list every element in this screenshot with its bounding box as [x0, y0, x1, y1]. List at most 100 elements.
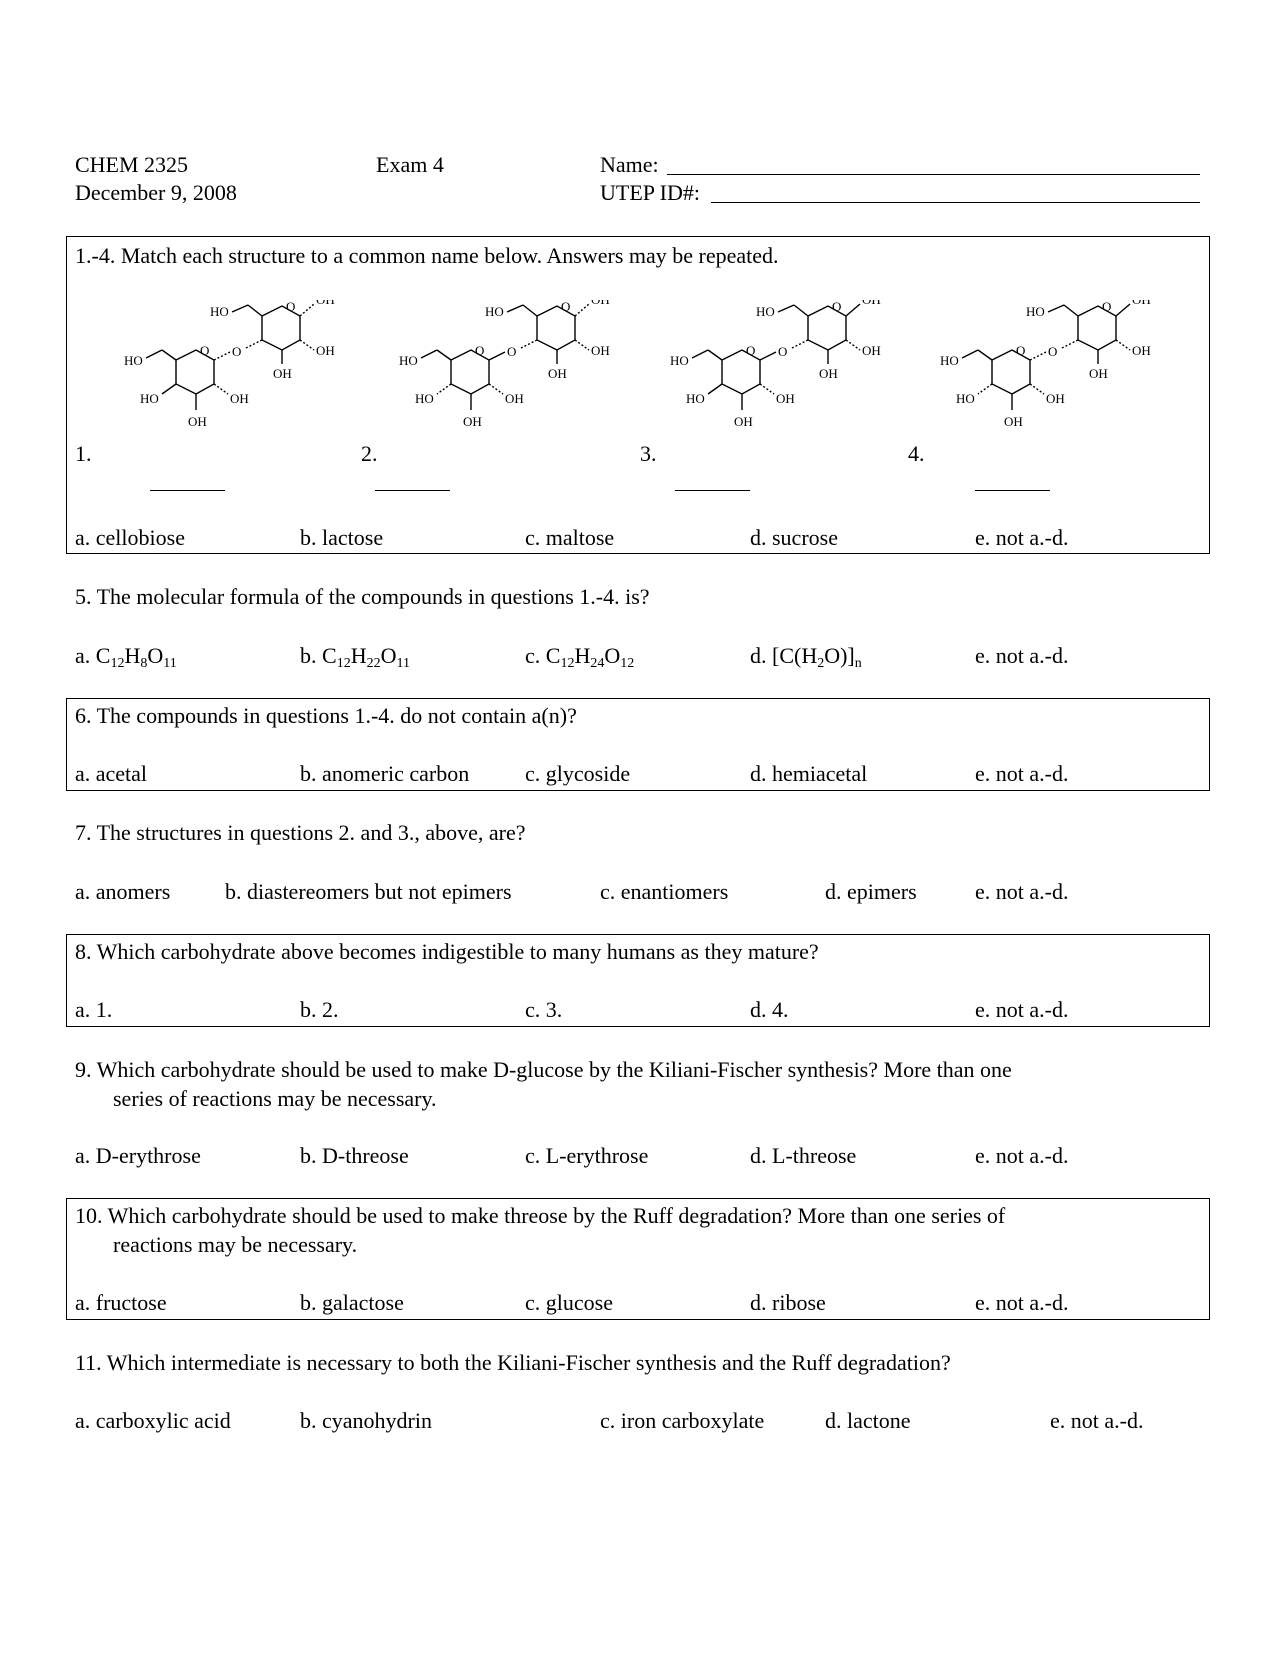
q6-option-e: e. not a.-d.: [975, 761, 1069, 786]
q6-prompt: 6. The compounds in questions 1.-4. do n…: [75, 703, 577, 728]
q11-option-a: a. carboxylic acid: [75, 1408, 231, 1433]
q9-option-e: e. not a.-d.: [975, 1143, 1069, 1168]
q6-option-d: d. hemiacetal: [750, 761, 868, 786]
q8-option-a: a. 1.: [75, 997, 113, 1022]
answer-blank-2[interactable]: [375, 490, 450, 491]
q11-prompt: 11. Which intermediate is necessary to b…: [75, 1350, 951, 1375]
svg-text:OH: OH: [505, 391, 524, 406]
svg-text:O: O: [507, 344, 516, 359]
q11-option-c: c. iron carboxylate: [600, 1408, 765, 1433]
q8-option-b: b. 2.: [300, 997, 339, 1022]
svg-text:O: O: [778, 344, 787, 359]
course-title: CHEM 2325: [75, 152, 189, 177]
q6-box: [66, 698, 1210, 791]
svg-text:O: O: [561, 300, 570, 314]
svg-text:OH: OH: [1004, 414, 1023, 429]
structure-number-2: 2.: [361, 441, 378, 466]
svg-text:O: O: [286, 300, 295, 314]
svg-text:O: O: [1016, 343, 1025, 358]
structure-number-1: 1.: [75, 441, 92, 466]
svg-text:OH: OH: [734, 414, 753, 429]
name-field[interactable]: [667, 174, 1200, 175]
q8-prompt: 8. Which carbohydrate above becomes indi…: [75, 939, 819, 964]
q11-option-b: b. cyanohydrin: [300, 1408, 432, 1433]
q1-4-prompt: 1.-4. Match each structure to a common n…: [75, 243, 779, 268]
q9-option-d: d. L-threose: [750, 1143, 857, 1168]
svg-text:HO: HO: [485, 304, 504, 319]
q7-option-e: e. not a.-d.: [975, 879, 1069, 904]
q8-option-e: e. not a.-d.: [975, 997, 1069, 1022]
q9-option-a: a. D-erythrose: [75, 1143, 201, 1168]
q9-option-b: b. D-threose: [300, 1143, 409, 1168]
q10-box: [66, 1198, 1210, 1320]
q7-option-b: b. diastereomers but not epimers: [225, 879, 512, 904]
exam-date: December 9, 2008: [75, 180, 237, 205]
q8-option-d: d. 4.: [750, 997, 789, 1022]
q9-prompt-line2: series of reactions may be necessary.: [113, 1086, 437, 1111]
svg-text:OH: OH: [1132, 343, 1151, 358]
svg-text:OH: OH: [188, 414, 207, 429]
svg-text:HO: HO: [956, 391, 975, 406]
svg-text:O: O: [200, 343, 209, 358]
svg-text:OH: OH: [316, 343, 335, 358]
answer-blank-3[interactable]: [675, 490, 750, 491]
q1-4-box: [66, 236, 1210, 554]
q6-option-b: b. anomeric carbon: [300, 761, 470, 786]
svg-text:HO: HO: [415, 391, 434, 406]
structure-number-3: 3.: [640, 441, 657, 466]
name-label: Name:: [600, 152, 659, 177]
q5-option-b: b. C12H22O11: [300, 643, 410, 671]
q1-4-option-e: e. not a.-d.: [975, 525, 1069, 550]
svg-text:HO: HO: [140, 391, 159, 406]
svg-text:HO: HO: [399, 353, 418, 368]
structure-number-4: 4.: [908, 441, 925, 466]
svg-text:OH: OH: [591, 343, 610, 358]
q10-prompt-line1: 10. Which carbohydrate should be used to…: [75, 1203, 1006, 1228]
svg-text:OH: OH: [1132, 300, 1151, 307]
q7-option-c: c. enantiomers: [600, 879, 729, 904]
q10-option-c: c. glucose: [525, 1290, 613, 1315]
svg-text:OH: OH: [316, 300, 335, 307]
svg-text:HO: HO: [686, 391, 705, 406]
svg-text:OH: OH: [1046, 391, 1065, 406]
q9-prompt-line1: 9. Which carbohydrate should be used to …: [75, 1057, 1012, 1082]
q10-option-b: b. galactose: [300, 1290, 404, 1315]
svg-text:OH: OH: [819, 366, 838, 381]
q5-option-a: a. C12H8O11: [75, 643, 177, 671]
svg-text:OH: OH: [591, 300, 610, 307]
svg-text:O: O: [475, 343, 484, 358]
id-field[interactable]: [711, 202, 1200, 203]
q10-option-e: e. not a.-d.: [975, 1290, 1069, 1315]
q5-option-c: c. C12H24O12: [525, 643, 635, 671]
svg-text:HO: HO: [670, 353, 689, 368]
svg-text:O: O: [746, 343, 755, 358]
answer-blank-1[interactable]: [150, 490, 225, 491]
svg-text:HO: HO: [1026, 304, 1045, 319]
q11-option-e: e. not a.-d.: [1050, 1408, 1144, 1433]
svg-text:OH: OH: [230, 391, 249, 406]
svg-text:HO: HO: [210, 304, 229, 319]
answer-blank-4[interactable]: [975, 490, 1050, 491]
svg-text:OH: OH: [273, 366, 292, 381]
q7-prompt: 7. The structures in questions 2. and 3.…: [75, 820, 526, 845]
q1-4-option-a: a. cellobiose: [75, 525, 185, 550]
q10-option-d: d. ribose: [750, 1290, 826, 1315]
q1-4-option-c: c. maltose: [525, 525, 615, 550]
q5-prompt: 5. The molecular formula of the compound…: [75, 584, 650, 609]
svg-text:OH: OH: [862, 343, 881, 358]
q9-option-c: c. L-erythrose: [525, 1143, 649, 1168]
svg-text:OH: OH: [862, 300, 881, 307]
q1-4-option-d: d. sucrose: [750, 525, 838, 550]
id-label: UTEP ID#:: [600, 180, 701, 205]
q6-option-a: a. acetal: [75, 761, 148, 786]
q1-4-option-b: b. lactose: [300, 525, 384, 550]
q5-option-e: e. not a.-d.: [975, 643, 1069, 668]
exam-number: Exam 4: [376, 152, 444, 177]
svg-text:OH: OH: [1089, 366, 1108, 381]
svg-text:HO: HO: [124, 353, 143, 368]
svg-text:HO: HO: [940, 353, 959, 368]
